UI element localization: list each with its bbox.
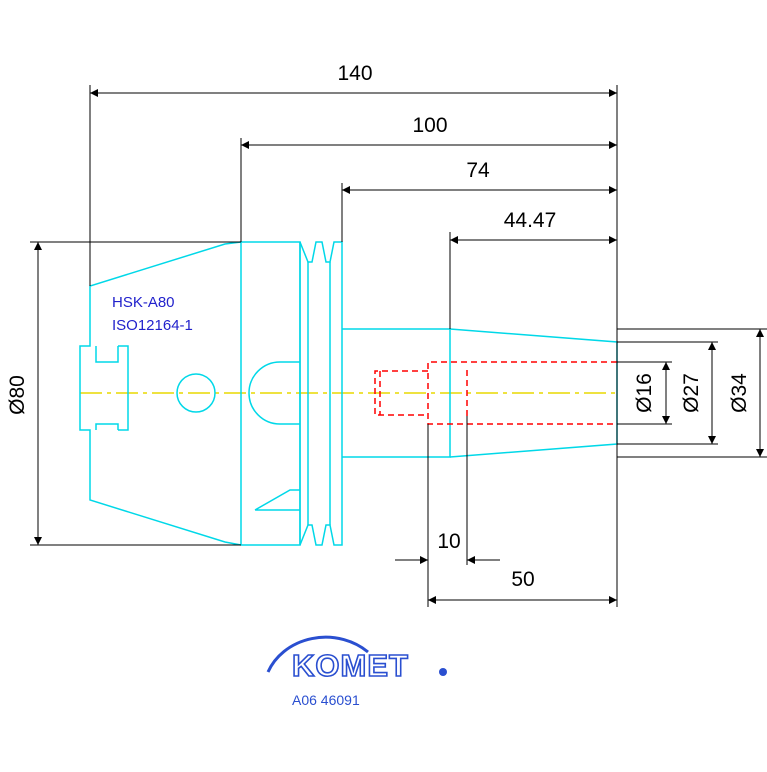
- dia-80-label: Ø80: [6, 375, 29, 415]
- dim-140-label: 140: [337, 62, 372, 85]
- dia-34-label: Ø34: [728, 373, 751, 413]
- dim-10-label: 10: [437, 530, 460, 553]
- interface-label: HSK-A80: [112, 294, 175, 311]
- dim-74-label: 74: [466, 159, 490, 182]
- dia-16-label: Ø16: [633, 373, 656, 413]
- dimension-lines: [30, 85, 767, 607]
- bore-hidden-lines: [374, 361, 617, 425]
- dim-100-label: 100: [412, 114, 447, 137]
- komet-logo: KOMET: [266, 635, 447, 684]
- logo-arc: [266, 635, 369, 673]
- dim-50-label: 50: [511, 568, 534, 591]
- standard-label: ISO12164-1: [112, 317, 193, 334]
- dim-44-label: 44.47: [504, 209, 557, 232]
- tool-outline: [79, 241, 618, 546]
- part-number: A06 46091: [292, 692, 360, 708]
- brand-name: KOMET: [292, 648, 409, 683]
- logo-dot: [439, 668, 447, 676]
- dia-27-label: Ø27: [680, 373, 703, 413]
